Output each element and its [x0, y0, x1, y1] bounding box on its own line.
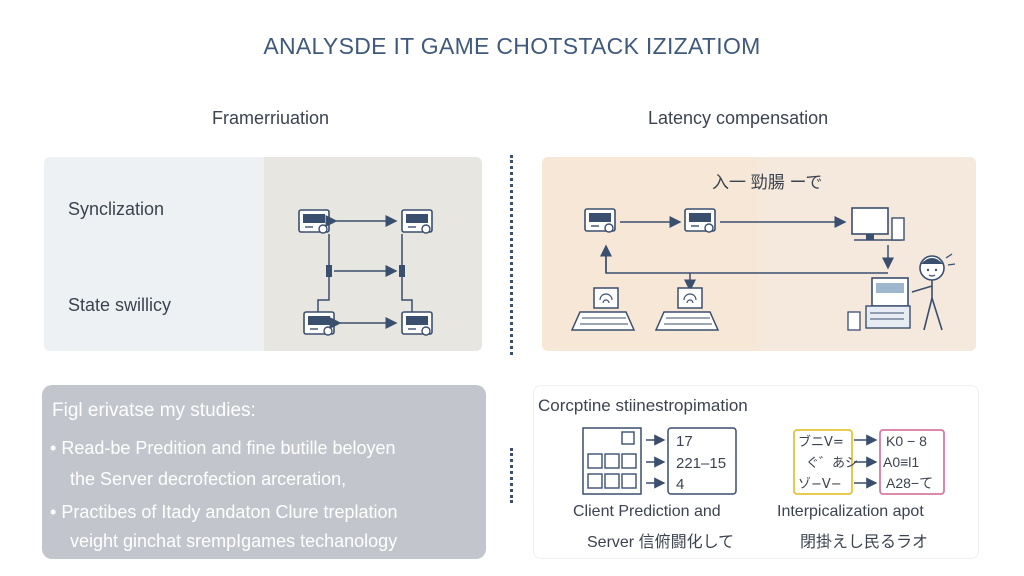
sync-panel-diagram-area	[264, 157, 482, 351]
latency-heading: Latency compensation	[648, 108, 829, 128]
bullet-marker: •	[50, 502, 57, 522]
bullet-text: Read-be Predition and fine butille beloy…	[61, 438, 396, 458]
bullet-1-line-1: • Read-be Predition and fine butille bel…	[50, 438, 396, 459]
caption-2-line-1: Interpicalization apot	[777, 503, 924, 520]
bullet-1-line-2: the Server decrofection arceration,	[70, 469, 347, 489]
state-label: State swillicy	[68, 295, 172, 315]
caption-2-line-2: 閉掛えし民るラオ	[800, 534, 929, 551]
comparison-heading: Corcptine stiinestropimation	[538, 396, 748, 415]
bullet-marker: •	[50, 438, 57, 458]
top-divider	[510, 155, 513, 355]
framework-heading: Framerriuation	[212, 108, 330, 128]
caption-1-line-1: Client Prediction and	[573, 503, 721, 520]
bullet-text: Practibes of Itady andaton Clure treplat…	[61, 502, 398, 522]
sync-label: Synclization	[68, 199, 165, 219]
studies-heading: Figl erivatse my studies:	[52, 400, 256, 421]
bullet-2-line-2: veight ginchat srempIgames techanology	[70, 531, 398, 551]
latency-banner: 入一 勁腸 ーで	[712, 173, 823, 192]
studies-panel	[42, 385, 486, 559]
diagram-title: ANALYSDE IT GAME CHOTSTACK IZIZATIOM	[263, 33, 761, 59]
bottom-divider	[510, 448, 513, 503]
caption-1-line-2: Server 信俯闘化して	[587, 534, 735, 551]
sync-panel	[44, 157, 482, 351]
bullet-2-line-1: • Practibes of Itady andaton Clure trepl…	[50, 502, 398, 523]
